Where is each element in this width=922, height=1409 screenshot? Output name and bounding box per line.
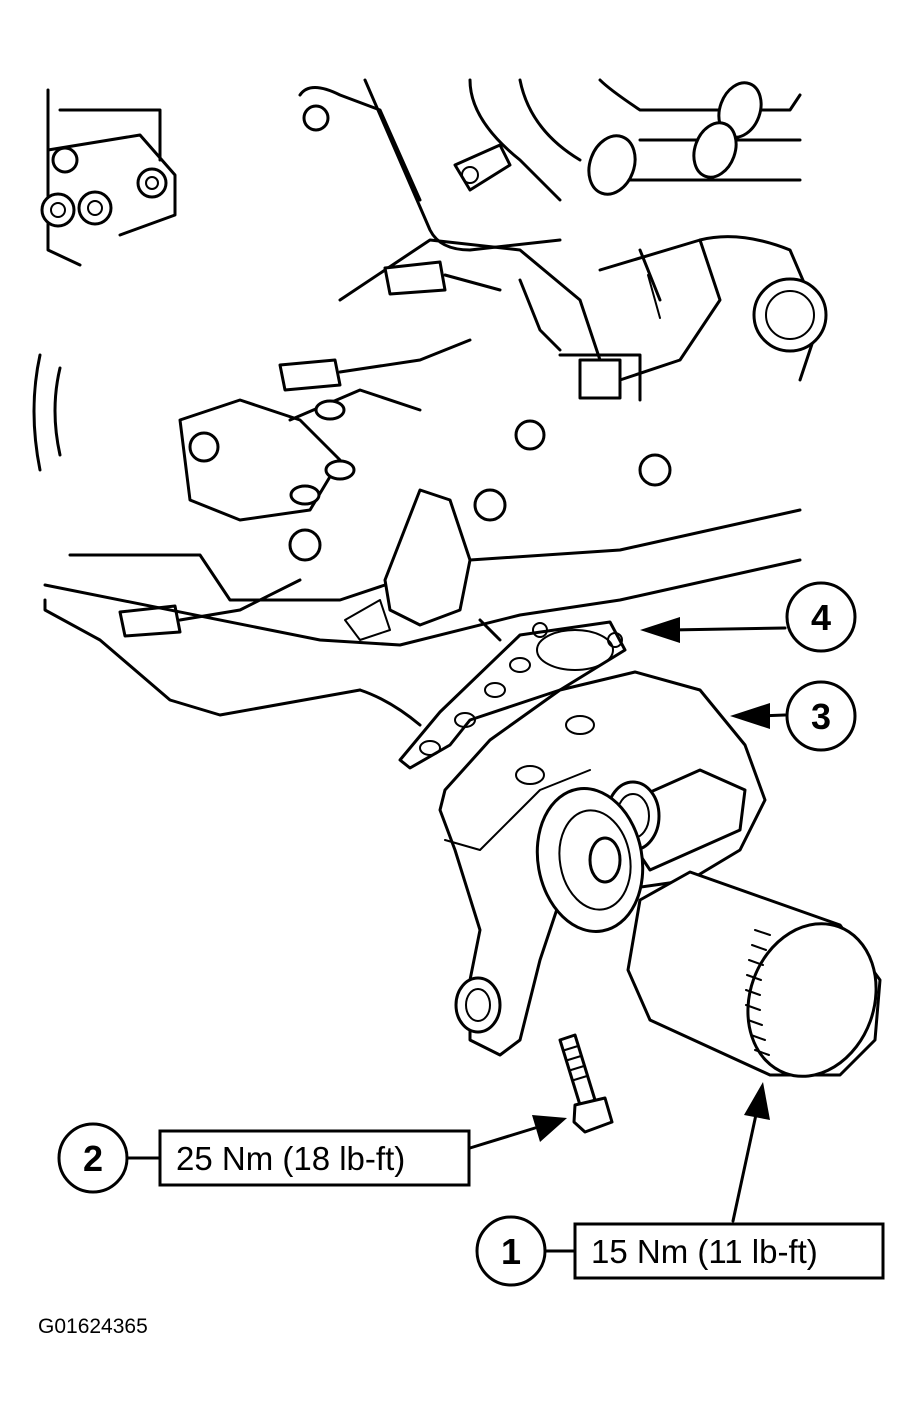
- oil-filter-adapter-housing: [438, 670, 767, 1057]
- adapter-bolt: [558, 1033, 614, 1134]
- arrow-3-head: [730, 703, 770, 729]
- callout-2-number: 2: [83, 1138, 103, 1179]
- callout-3-number: 3: [811, 696, 831, 737]
- arrow-4-head: [640, 617, 680, 643]
- torque-spec-2: 25 Nm (18 lb-ft): [176, 1140, 405, 1177]
- callout-2: 2 25 Nm (18 lb-ft): [57, 1122, 471, 1194]
- callout-1-number: 1: [501, 1231, 521, 1272]
- callout-4-number: 4: [811, 597, 831, 638]
- arrow-1-head: [744, 1082, 770, 1120]
- arrow-2-head: [532, 1115, 567, 1142]
- callout-3: 3: [785, 680, 857, 752]
- callout-4: 4: [785, 581, 857, 653]
- callout-1: 1 15 Nm (11 lb-ft): [475, 1215, 885, 1287]
- callout-3-circle: [785, 680, 857, 752]
- torque-box-2: [158, 1129, 471, 1187]
- callout-4-circle: [785, 581, 857, 653]
- torque-box-1: [573, 1222, 885, 1280]
- engine-block-illustration: [32, 78, 828, 727]
- leader-arrows: [468, 617, 787, 1223]
- oil-filter: [626, 870, 882, 1078]
- figure-id: G01624365: [38, 1315, 148, 1338]
- torque-spec-1: 15 Nm (11 lb-ft): [591, 1233, 818, 1270]
- gasket-part: [398, 620, 627, 770]
